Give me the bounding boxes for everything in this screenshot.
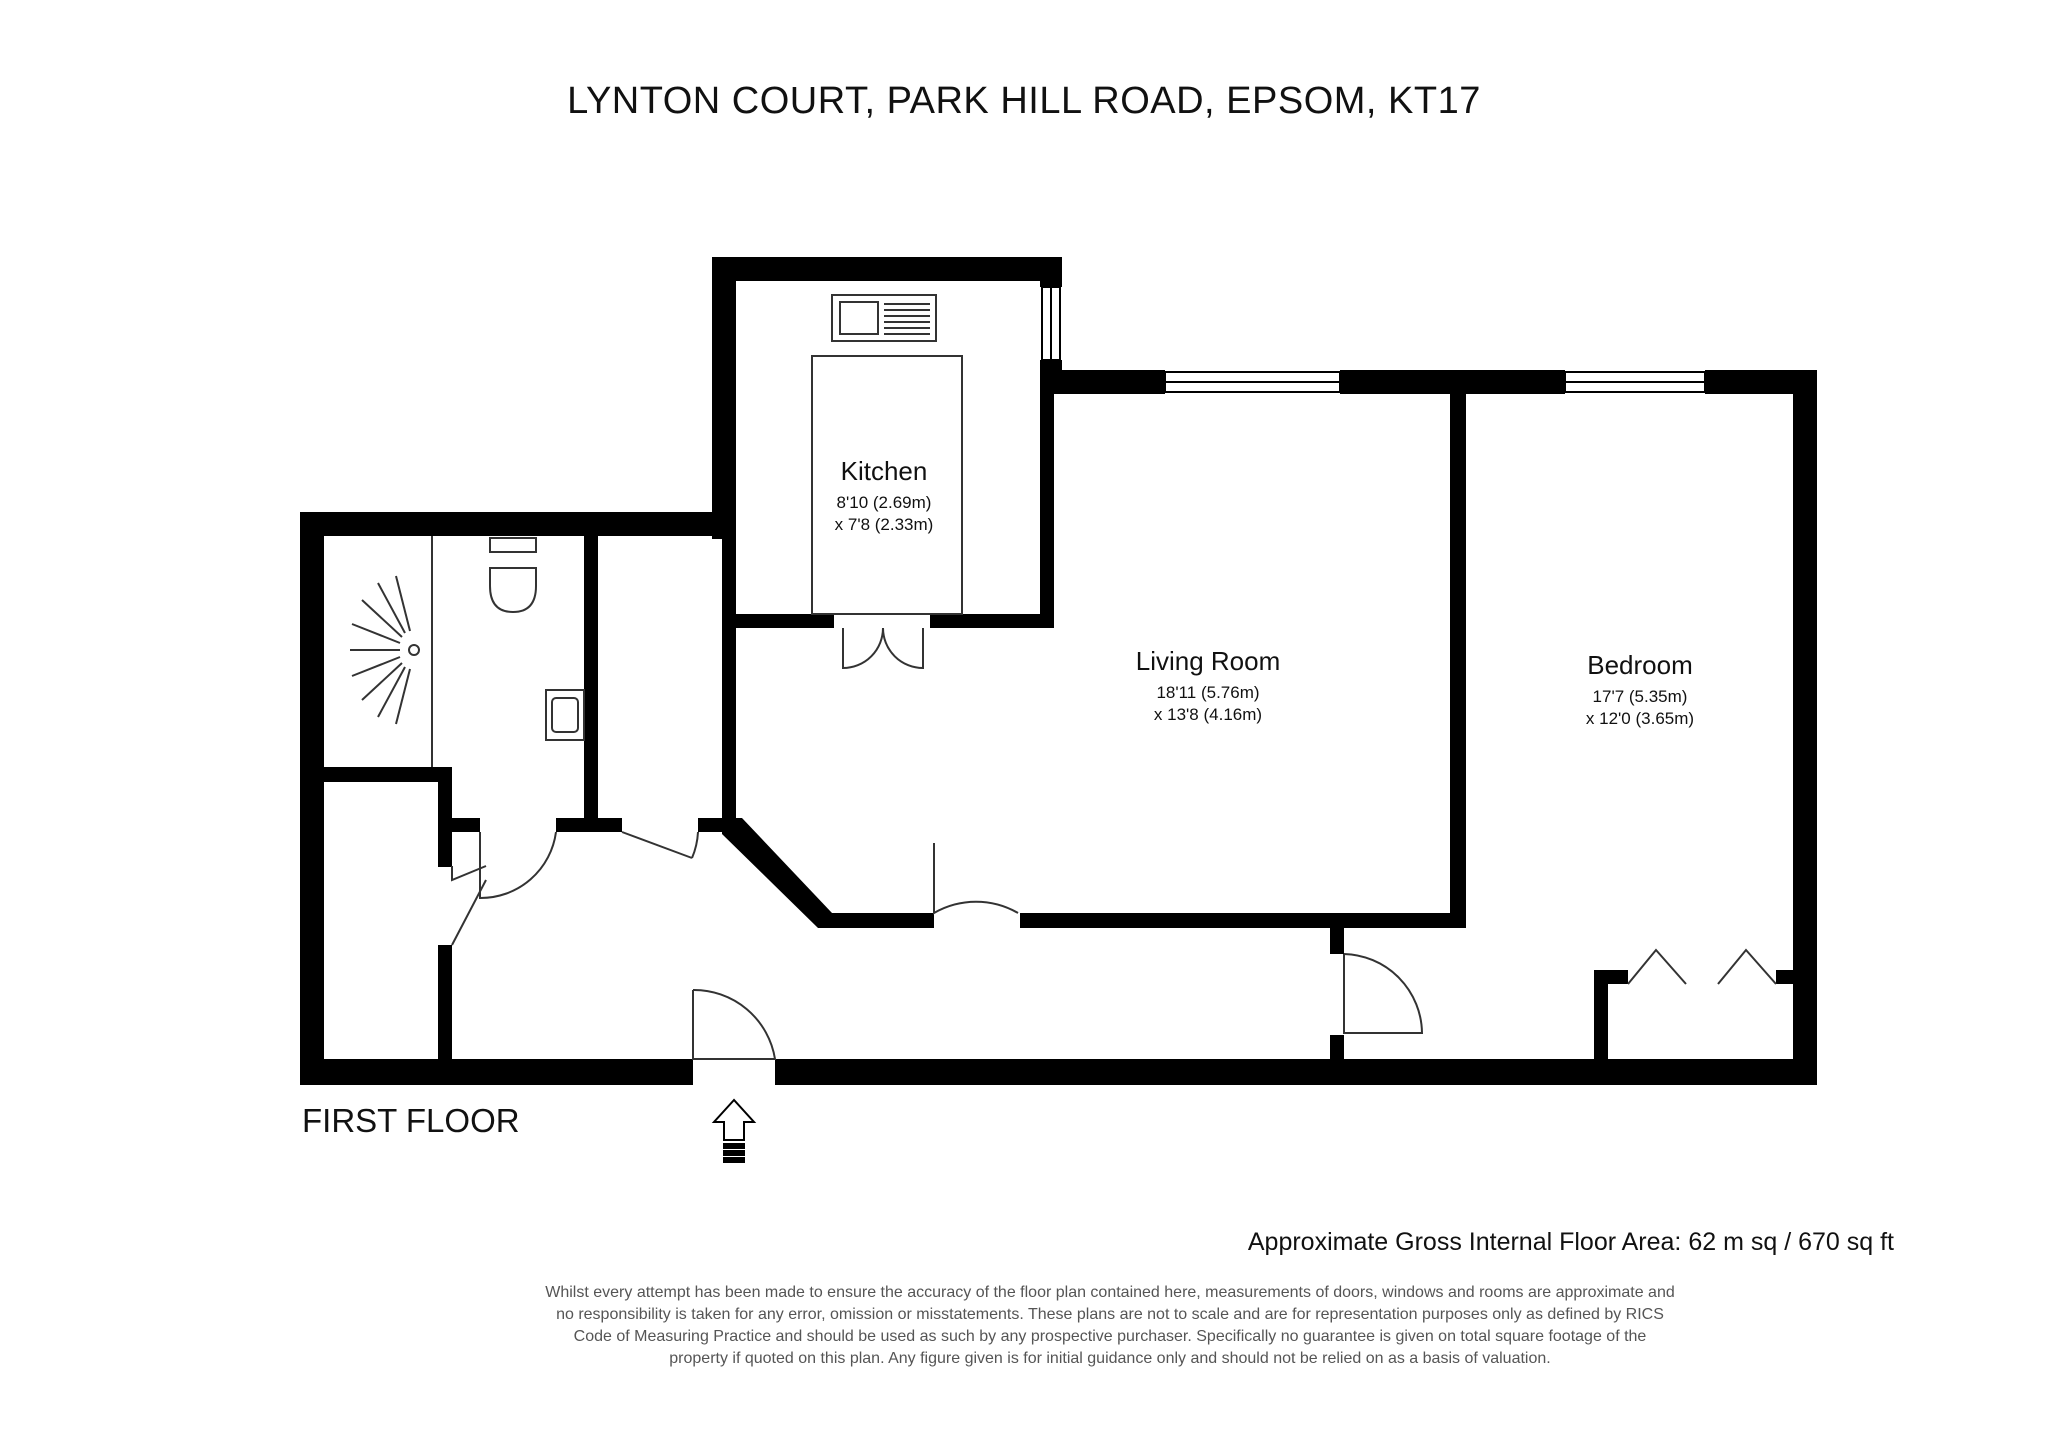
door-bedroom	[1343, 953, 1424, 1034]
bedroom-dim-2: x 12'0 (3.65m)	[1586, 709, 1694, 728]
disclaimer-line: Whilst every attempt has been made to en…	[545, 1284, 1675, 1301]
wall-bath-door-right	[556, 818, 622, 832]
wall-bath-bottom	[300, 767, 450, 782]
wall-hall-right	[722, 528, 736, 828]
wardrobe-door-left	[1627, 948, 1687, 985]
windows	[1041, 286, 1706, 393]
wall-kitchen-bottom-left	[724, 614, 834, 628]
toilet-cistern	[489, 537, 537, 553]
plan-title: LYNTON COURT, PARK HILL ROAD, EPSOM, KT1…	[567, 80, 1481, 122]
door-bathroom	[479, 831, 557, 900]
wall-bottom-right	[775, 1059, 1817, 1085]
wall-living-left-upper	[1040, 390, 1054, 628]
wall-store-right-upper	[438, 767, 452, 867]
kitchen-door-right	[882, 627, 924, 670]
disclaimer-line: property if quoted on this plan. Any fig…	[669, 1350, 1551, 1367]
kitchen-dim-1: 8'10 (2.69m)	[837, 493, 932, 512]
bedroom-dim-1: 17'7 (5.35m)	[1593, 687, 1688, 706]
wall-kitchen-right-upper	[1040, 257, 1062, 287]
walls	[300, 257, 1817, 1085]
gross-area-label: Approximate Gross Internal Floor Area: 6…	[1247, 1228, 1894, 1256]
floor-label: FIRST FLOOR	[302, 1102, 520, 1139]
entrance-arrow-icon	[711, 1098, 757, 1163]
shower-spray	[350, 575, 411, 725]
wall-living-bedroom	[1450, 390, 1466, 928]
shower-head	[408, 644, 420, 656]
toilet-bowl	[489, 567, 537, 614]
wall-kitchen-top	[712, 257, 1062, 281]
kitchen-door-left	[842, 627, 884, 670]
wall-right	[1793, 370, 1817, 1085]
wall-top-living-1	[1040, 370, 1165, 394]
wall-wardrobe-top-left	[1594, 970, 1628, 984]
door-hall-closet	[621, 831, 699, 859]
wall-bath-top	[300, 512, 736, 536]
wall-living-bottom-left	[820, 913, 934, 928]
wall-bath-right	[584, 528, 598, 828]
disclaimer: Whilst every attempt has been made to en…	[430, 1282, 1790, 1370]
wall-hall-stub-bottom	[1330, 1035, 1344, 1065]
disclaimer-line: no responsibility is taken for any error…	[556, 1306, 1664, 1323]
disclaimer-line: Code of Measuring Practice and should be…	[573, 1328, 1647, 1345]
wall-diagonal	[722, 818, 832, 928]
kitchen-sink	[831, 294, 937, 342]
wall-left	[300, 512, 324, 1085]
wall-bath-door-left	[438, 818, 480, 832]
kitchen-name: Kitchen	[841, 456, 928, 486]
basin	[545, 689, 585, 741]
living-room-dim-2: x 13'8 (4.16m)	[1154, 705, 1262, 724]
living-room-dim-1: 18'11 (5.76m)	[1156, 683, 1259, 702]
wardrobe-door-right	[1717, 948, 1777, 985]
wall-hall-stub-top	[1330, 928, 1344, 954]
living-room-name: Living Room	[1136, 646, 1281, 676]
wall-wardrobe-left	[1594, 970, 1608, 1070]
wall-kitchen-bottom-right	[930, 614, 1052, 628]
wall-store-right-lower	[438, 945, 452, 1085]
door-entrance	[692, 988, 777, 1060]
wall-living-bottom-right	[1020, 913, 1466, 928]
door-living	[933, 843, 1019, 915]
wall-kitchen-left	[712, 257, 736, 539]
wall-bottom-left	[300, 1059, 693, 1085]
kitchen-counter	[811, 355, 963, 615]
wall-wardrobe-top-right	[1776, 970, 1800, 984]
kitchen-dim-2: x 7'8 (2.33m)	[835, 515, 934, 534]
bedroom-name: Bedroom	[1587, 650, 1693, 680]
fixtures	[350, 294, 1777, 1060]
door-store	[451, 865, 487, 946]
